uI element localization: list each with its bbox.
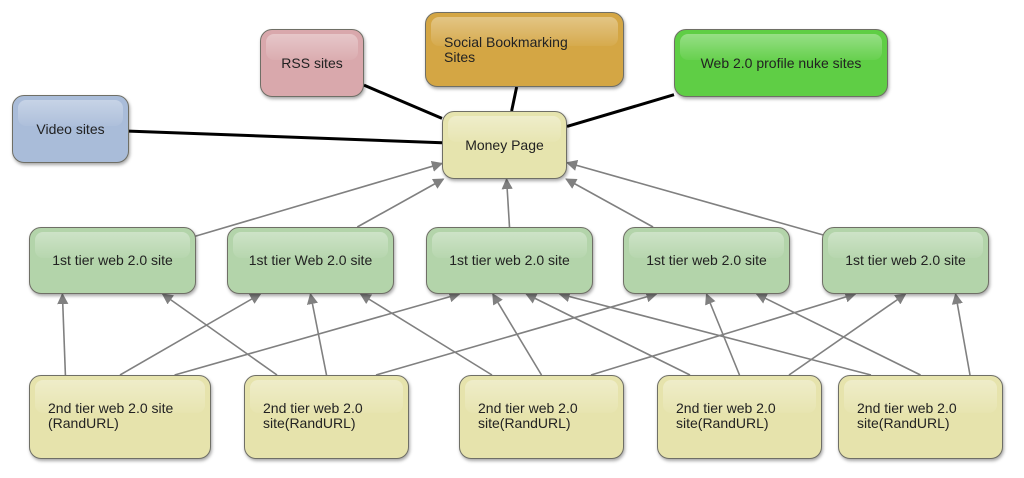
node-label: 1st tier web 2.0 site — [52, 252, 173, 269]
node-label: Money Page — [465, 136, 544, 153]
node-money-page[interactable]: Money Page — [442, 111, 567, 179]
node-label: 2nd tier web 2.0 site(RandURL) — [263, 400, 363, 431]
arrow-t2a-t1b — [119, 293, 262, 376]
arrow-t1d-money — [565, 178, 654, 228]
arrow-t2d-t1c — [525, 293, 691, 376]
link-social-money — [510, 86, 519, 112]
node-label: 1st tier Web 2.0 site — [248, 252, 373, 269]
arrow-t2e-t1d — [755, 293, 921, 376]
node-tier2[interactable]: 2nd tier web 2.0 site (RandURL) — [29, 375, 211, 459]
arrow-t2b-t1b — [306, 292, 328, 376]
node-rss[interactable]: RSS sites — [260, 29, 364, 97]
arrow-t1b-money — [356, 178, 445, 228]
arrow-t2c-t1c — [492, 293, 543, 376]
node-social-bookmarking[interactable]: Social Bookmarking Sites — [425, 12, 624, 87]
arrow-t2d-t1e — [788, 293, 907, 376]
node-label: 2nd tier web 2.0 site(RandURL) — [478, 400, 578, 431]
node-tier1[interactable]: 1st tier Web 2.0 site — [227, 227, 394, 294]
arrow-t2e-t1e — [951, 292, 971, 376]
node-label: 1st tier web 2.0 site — [449, 252, 570, 269]
node-label: Social Bookmarking Sites — [444, 34, 568, 65]
arrow-t2c-t1b — [359, 293, 493, 376]
node-video[interactable]: Video sites — [12, 95, 129, 163]
arrow-t2d-t1d — [705, 292, 741, 376]
arrow-t2a-t1a — [57, 292, 69, 376]
arrow-t2a-t1c — [174, 291, 461, 376]
link-rss-money — [363, 83, 443, 120]
arrow-t1e-money — [565, 159, 831, 238]
node-web20-profile[interactable]: Web 2.0 profile nuke sites — [674, 29, 888, 97]
node-label: 2nd tier web 2.0 site(RandURL) — [857, 400, 957, 431]
node-tier1[interactable]: 1st tier web 2.0 site — [623, 227, 790, 294]
arrow-t2b-t1a — [161, 293, 278, 376]
link-video-money — [128, 129, 443, 145]
node-tier2[interactable]: 2nd tier web 2.0 site(RandURL) — [459, 375, 624, 459]
arrow-t2e-t1c — [558, 291, 872, 376]
node-label: 2nd tier web 2.0 site(RandURL) — [676, 400, 776, 431]
node-tier2[interactable]: 2nd tier web 2.0 site(RandURL) — [838, 375, 1003, 459]
arrow-t1c-money — [501, 177, 513, 228]
node-tier2[interactable]: 2nd tier web 2.0 site(RandURL) — [244, 375, 409, 459]
node-label: 2nd tier web 2.0 site (RandURL) — [48, 400, 174, 431]
arrow-t1a-money — [192, 160, 444, 238]
node-label: Video sites — [36, 120, 105, 137]
node-label: 1st tier web 2.0 site — [845, 252, 966, 269]
node-tier1[interactable]: 1st tier web 2.0 site — [426, 227, 593, 294]
node-tier1[interactable]: 1st tier web 2.0 site — [29, 227, 196, 294]
node-label: RSS sites — [281, 54, 343, 71]
node-label: Web 2.0 profile nuke sites — [700, 54, 862, 71]
node-tier2[interactable]: 2nd tier web 2.0 site(RandURL) — [657, 375, 822, 459]
node-tier1[interactable]: 1st tier web 2.0 site — [822, 227, 989, 294]
link-web20-money — [566, 93, 675, 128]
node-label: 1st tier web 2.0 site — [646, 252, 767, 269]
